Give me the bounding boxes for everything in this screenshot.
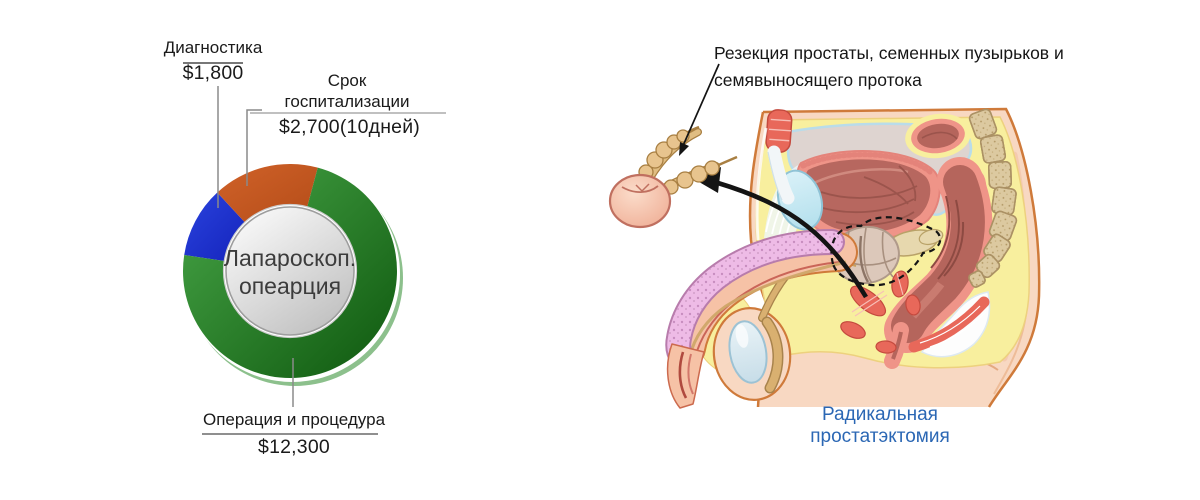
foreskin <box>666 343 705 409</box>
donut-center-line2: опеарция <box>238 273 342 299</box>
illustration-caption-top: Резекция простаты, семенных пузырьков и … <box>714 40 1094 94</box>
prostatic-urethra <box>859 235 870 283</box>
caption-bottom-line2: простатэктомия <box>810 426 950 447</box>
anal-canal <box>884 322 909 369</box>
donut-center-label: Лапароскоп. опеарция <box>205 244 375 300</box>
pelvis-illustration <box>608 63 1041 409</box>
body-outline-back <box>762 107 1041 408</box>
donut-center-disc <box>225 206 355 336</box>
caption-top-line1: Резекция простаты, семенных пузырьков и <box>714 43 1064 63</box>
donut-segment-Операция и процедура <box>183 167 397 378</box>
callout-hospitalization-label: Срок госпитализации <box>284 71 410 111</box>
illustration-caption-bottom: Радикальная простатэктомия <box>775 404 985 448</box>
levator-region <box>908 291 991 358</box>
callout-operation-label: Операция и процедура <box>202 410 386 429</box>
caption-bottom-line1: Радикальная <box>822 404 938 425</box>
callout-hospitalization-value: $2,700(10дней) <box>278 116 420 138</box>
donut-segment-Срок госпитализации <box>217 164 318 225</box>
donut-center-line1: Лапароскоп. <box>223 245 357 271</box>
donut-chart <box>183 164 403 386</box>
specimen-prostate <box>608 173 672 229</box>
bladder <box>795 150 941 242</box>
callout-diagnostics-value: $1,800 <box>182 62 244 84</box>
rectum-texture <box>930 195 965 280</box>
hospitalization-leader-line <box>246 109 262 186</box>
caption-top-line2: семявыносящего протока <box>714 70 922 90</box>
perineal-muscles <box>840 270 921 354</box>
pointer-arrow <box>679 63 720 156</box>
sigmoid-colon <box>905 113 971 159</box>
callout-diagnostics-label: Диагностика <box>163 38 263 57</box>
callout-lines <box>183 62 446 435</box>
sacrum-vertebrae <box>968 108 1018 288</box>
excised-specimen <box>608 125 738 229</box>
bladder-texture <box>811 165 918 226</box>
resection-dashed-outline <box>830 216 942 287</box>
penile-urethra <box>688 260 847 357</box>
callout-operation-value: $12,300 <box>258 436 330 458</box>
rectus-muscle <box>765 109 793 153</box>
bladder-interior <box>804 159 931 233</box>
penis <box>665 229 858 409</box>
rectus-tendon <box>767 145 795 205</box>
